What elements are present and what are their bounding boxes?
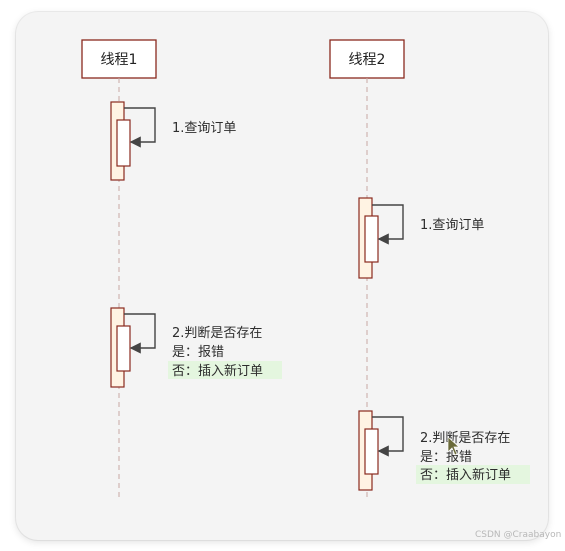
participant-thread2-box (329, 39, 405, 79)
diagram-frame (16, 12, 548, 540)
participant-thread1-box (81, 39, 157, 79)
participant-thread2-label: 线程2 (349, 52, 386, 68)
activation-inner-thread2-step2 (364, 428, 379, 475)
thread1-step1-label: 1.查询订单 (172, 121, 236, 136)
thread2-step2-yes: 是：报错 (420, 450, 472, 465)
thread2-step2-label: 2.判断是否存在 (420, 431, 510, 446)
watermark: CSDN @Craabayon (475, 530, 562, 540)
thread2-step1-label: 1.查询订单 (420, 218, 484, 233)
activation-inner-thread2-step1 (364, 215, 379, 263)
self-arrow-thread2-step1 (372, 204, 404, 245)
thread1-step2-no-highlight (168, 361, 282, 379)
activation-inner-thread1-step2 (116, 325, 131, 372)
participant-thread1-label: 线程1 (101, 52, 138, 68)
thread1-step2-label: 2.判断是否存在 (172, 326, 262, 341)
activation-inner-thread1-step1 (116, 119, 131, 167)
self-arrow-thread2-step2 (372, 416, 404, 457)
mouse-cursor-icon (447, 436, 460, 456)
self-arrow-thread1-step1 (124, 107, 156, 148)
thread2-step2-no: 否：插入新订单 (420, 467, 511, 483)
thread1-step2-no: 否：插入新订单 (172, 363, 263, 379)
self-arrow-thread1-step2 (124, 313, 156, 354)
thread2-step2-no-highlight (416, 465, 530, 484)
thread1-step2-yes: 是：报错 (172, 345, 224, 360)
